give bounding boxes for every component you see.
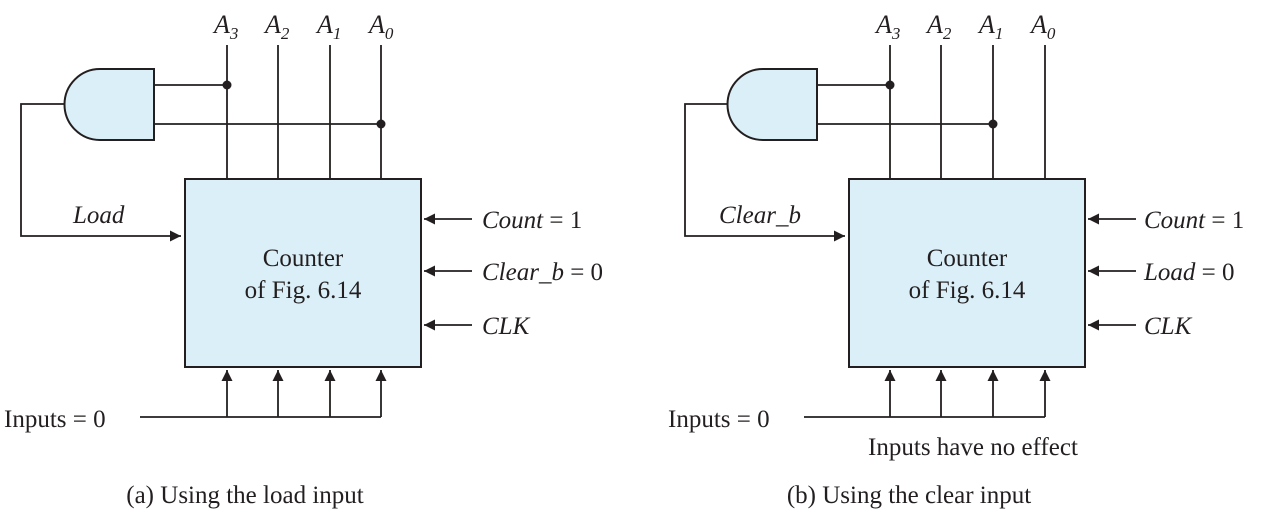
and-gate [63,68,155,141]
junction-dot-a3 [885,80,895,90]
output-label-a2: A2 [263,10,290,43]
counter-box [184,178,422,368]
panel-b: A3 A2 A1 A0 Clear_b Counter of Fig. 6.14… [668,10,1244,509]
output-label-a3: A3 [874,10,900,43]
output-label-a0: A0 [367,10,394,43]
output-label-a1: A1 [977,10,1003,43]
caption-a: (a) Using the load input [126,482,364,509]
output-label-a3: A3 [212,10,238,43]
inputs-note: Inputs have no effect [868,434,1078,461]
count-input-label: Count = 1 [482,207,582,234]
clk-input-label: CLK [482,313,531,340]
junction-dot-a1 [988,119,998,129]
feedback-wire [684,103,845,242]
output-label-a1: A1 [315,10,341,43]
counter-box [848,178,1086,368]
output-label-a0: A0 [1029,10,1056,43]
clk-input-label: CLK [1144,313,1193,340]
counter-subtitle: of Fig. 6.14 [909,277,1026,304]
feedback-wire [20,103,181,242]
panel-a: A3 A2 A1 A0 Load Counter of Fig. 6.14 Co… [4,10,603,509]
junction-dot-a3 [222,80,232,90]
and-gate [726,68,818,141]
counter-title: Counter [263,245,344,272]
output-label-a2: A2 [925,10,952,43]
count-input-label: Count = 1 [1144,207,1244,234]
counter-subtitle: of Fig. 6.14 [245,277,362,304]
counter-title: Counter [927,245,1008,272]
clear-input-label: Clear_b = 0 [482,259,603,286]
feedback-label: Clear_b [719,202,801,229]
junction-dot-a0 [376,119,386,129]
load-input-label: Load = 0 [1143,259,1235,286]
inputs-label: Inputs = 0 [668,406,770,433]
caption-b: (b) Using the clear input [787,482,1031,509]
feedback-label: Load [72,202,125,229]
inputs-label: Inputs = 0 [4,406,106,433]
